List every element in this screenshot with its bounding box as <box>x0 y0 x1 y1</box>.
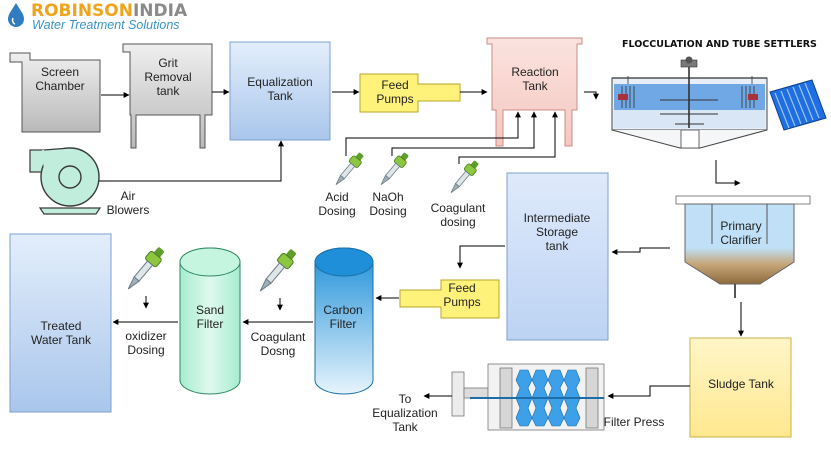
sand-filter-label-1: Sand <box>196 303 224 317</box>
intermediate-label-3: tank <box>546 239 570 253</box>
reaction-label-2: Tank <box>522 79 548 93</box>
flow-arrows <box>99 89 744 399</box>
grit-label-2: Removal <box>144 70 191 84</box>
logo-name-part1: ROBINSON <box>31 1 133 21</box>
logo: ROBINSONINDIA Water Treatment Solutions <box>8 1 188 32</box>
equalization-label-2: Tank <box>267 89 293 103</box>
tube-settler-modules <box>769 79 827 131</box>
naoh-dosing-label-1: NaOh <box>372 190 403 204</box>
to-equalization-note: To Equalization Tank <box>372 392 437 434</box>
filter-press-label: Filter Press <box>604 415 665 429</box>
filter-press: Filter Press <box>451 363 665 431</box>
oxidizer-dosing: oxidizer Dosing <box>122 243 168 357</box>
logo-tagline: Water Treatment Solutions <box>32 18 180 32</box>
coagulant-top-label-1: Coagulant <box>431 201 486 215</box>
carbon-filter-label-1: Carbon <box>323 303 362 317</box>
coagulant-bottom-label-1: Coagulant <box>251 330 306 344</box>
acid-dosing-label-1: Acid <box>325 190 348 204</box>
sludge-tank: Sludge Tank <box>689 337 792 438</box>
reaction-label-1: Reaction <box>511 65 558 79</box>
to-eq-label-3: Tank <box>392 420 418 434</box>
water-drop-icon <box>8 3 24 27</box>
feed-pumps-top-label-2: Pumps <box>376 92 413 106</box>
grit-removal-tank: Grit Removal tank <box>122 43 213 149</box>
screen-chamber-label-2: Chamber <box>35 79 84 93</box>
svg-text:ROBINSONINDIA: ROBINSONINDIA <box>31 1 188 21</box>
feed-pumps-bottom: Feed Pumps <box>399 279 500 319</box>
logo-name-part2: INDIA <box>133 1 188 21</box>
acid-dosing-label-2: Dosing <box>318 204 355 218</box>
feed-pumps-top-label-1: Feed <box>381 78 408 92</box>
carbon-filter: Carbon Filter <box>314 247 374 395</box>
carbon-filter-label-2: Filter <box>330 317 357 331</box>
coagulant-dosing-bottom: Coagulant Dosng <box>251 245 306 358</box>
screen-chamber-label-1: Screen <box>41 65 79 79</box>
naoh-dosing: NaOh Dosing <box>369 150 412 218</box>
oxidizer-label-2: Dosing <box>127 343 164 357</box>
intermediate-label-1: Intermediate <box>524 211 591 225</box>
naoh-dosing-label-2: Dosing <box>369 204 406 218</box>
primary-clarifier: Primary Clarifier <box>675 195 811 298</box>
sand-filter: Sand Filter <box>179 247 241 395</box>
grit-label-3: tank <box>157 84 181 98</box>
reaction-tank: Reaction Tank <box>486 37 583 147</box>
treated-water-label-2: Water Tank <box>31 333 92 347</box>
air-blowers-label-1: Air <box>121 189 136 203</box>
coagulant-dosing-top: Coagulant dosing <box>431 158 486 229</box>
feed-pumps-bottom-label-2: Pumps <box>443 295 480 309</box>
oxidizer-label-1: oxidizer <box>125 329 166 343</box>
feed-pumps-bottom-label-1: Feed <box>448 281 475 295</box>
grit-label-1: Grit <box>158 56 178 70</box>
intermediate-storage-tank: Intermediate Storage tank <box>506 172 609 341</box>
treated-water-tank: Treated Water Tank <box>9 233 112 413</box>
flocculation-tube-settlers: FLOCCULATION AND TUBE SETTLERS <box>611 39 827 149</box>
sludge-tank-label: Sludge Tank <box>708 377 775 391</box>
flocculation-title: FLOCCULATION AND TUBE SETTLERS <box>622 39 817 50</box>
feed-pumps-top: Feed Pumps <box>359 73 461 113</box>
air-blowers: Air Blowers <box>29 147 150 217</box>
coagulant-top-label-2: dosing <box>440 215 475 229</box>
to-eq-label-1: To <box>399 392 412 406</box>
acid-dosing: Acid Dosing <box>318 150 367 218</box>
to-eq-label-2: Equalization <box>372 406 437 420</box>
coagulant-bottom-label-2: Dosng <box>261 344 296 358</box>
primary-clarifier-label-2: Clarifier <box>720 233 761 247</box>
equalization-tank: Equalization Tank <box>229 41 331 141</box>
intermediate-label-2: Storage <box>536 225 578 239</box>
screen-chamber: Screen Chamber <box>9 52 101 133</box>
air-blowers-label-2: Blowers <box>107 203 150 217</box>
equalization-label-1: Equalization <box>247 75 312 89</box>
treated-water-label-1: Treated <box>41 319 82 333</box>
sand-filter-label-2: Filter <box>197 317 224 331</box>
primary-clarifier-label-1: Primary <box>720 219 761 233</box>
